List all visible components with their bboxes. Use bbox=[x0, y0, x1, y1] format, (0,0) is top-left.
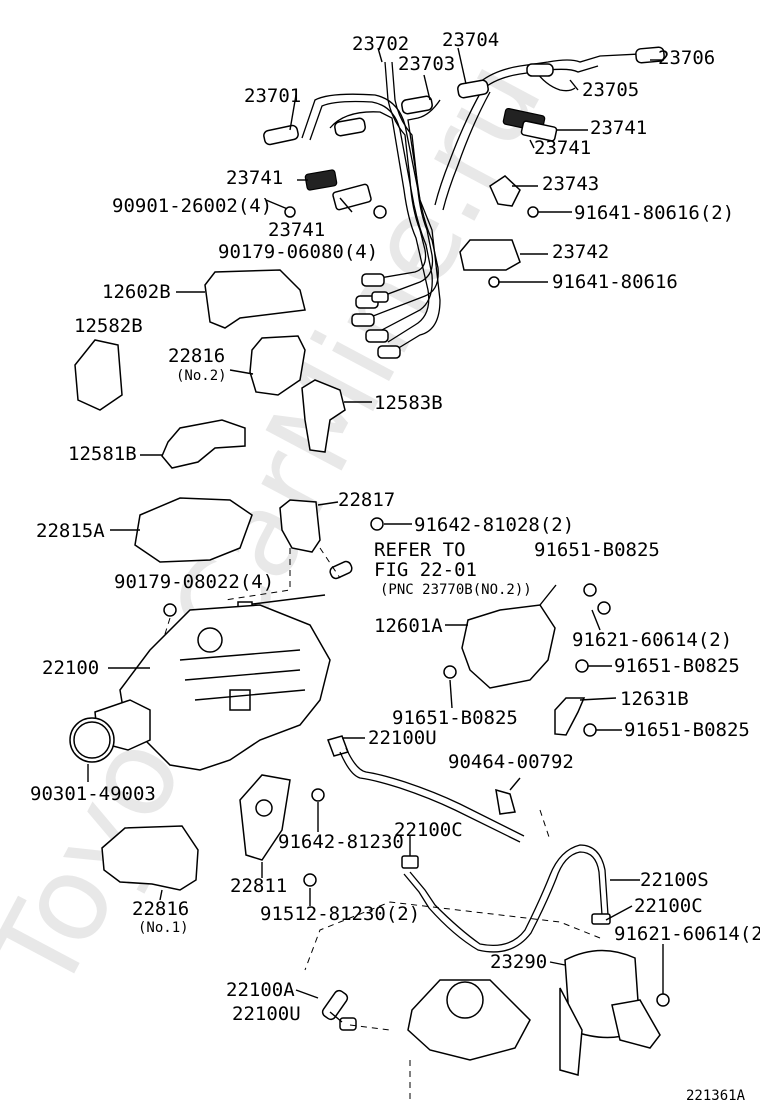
leader-lines bbox=[87, 47, 664, 1023]
label-12631b: 12631B bbox=[620, 688, 689, 710]
label-22816-no1-sub: (No.1) bbox=[138, 920, 189, 936]
label-91651-b0825-d: 91651-B0825 bbox=[624, 719, 750, 741]
label-22100: 22100 bbox=[42, 657, 99, 679]
label-91641-80616: 91641-80616 bbox=[552, 271, 678, 293]
injection-pipes bbox=[263, 46, 665, 359]
label-23702: 23702 bbox=[352, 33, 409, 55]
part-labels: 23702 23704 23703 23706 23701 23705 2374… bbox=[30, 29, 760, 1104]
label-91512-81230: 91512-81230(2) bbox=[260, 903, 420, 925]
diagram-id: 221361A bbox=[686, 1088, 746, 1104]
label-23701: 23701 bbox=[244, 85, 301, 107]
label-23705: 23705 bbox=[582, 79, 639, 101]
label-22811: 22811 bbox=[230, 875, 287, 897]
label-90301-49003: 90301-49003 bbox=[30, 783, 156, 805]
pipe-clamps bbox=[265, 107, 558, 288]
label-91641-80616-2: 91641-80616(2) bbox=[574, 202, 734, 224]
label-23704: 23704 bbox=[442, 29, 499, 51]
label-91651-b0825-c: 91651-B0825 bbox=[392, 707, 518, 729]
label-22816-no1: 22816 bbox=[132, 898, 189, 920]
label-91642-81028: 91642-81028(2) bbox=[414, 514, 574, 536]
label-91642-81230: 91642-81230 bbox=[278, 831, 404, 853]
label-23741-left-b: 23741 bbox=[268, 219, 325, 241]
label-12582b: 12582B bbox=[74, 315, 143, 337]
vacuum-section bbox=[304, 809, 670, 1100]
upper-covers bbox=[74, 269, 346, 469]
label-23706: 23706 bbox=[658, 47, 715, 69]
label-22817: 22817 bbox=[338, 489, 395, 511]
label-23741-left-a: 23741 bbox=[226, 167, 283, 189]
label-22816-no2-sub: (No.2) bbox=[176, 368, 227, 384]
reference-note-line3: (PNC 23770B(NO.2)) bbox=[380, 582, 532, 598]
reference-note-line2: FIG 22-01 bbox=[374, 559, 477, 581]
label-22100a: 22100A bbox=[226, 979, 295, 1001]
label-22816-no2: 22816 bbox=[168, 345, 225, 367]
label-22815a: 22815A bbox=[36, 520, 105, 542]
label-22100c-a: 22100C bbox=[394, 819, 463, 841]
label-12583b: 12583B bbox=[374, 392, 443, 414]
label-23741-right-b: 23741 bbox=[534, 137, 591, 159]
label-12602b: 12602B bbox=[102, 281, 171, 303]
label-22100c-b: 22100C bbox=[634, 895, 703, 917]
label-91621-60614-a: 91621-60614(2) bbox=[572, 629, 732, 651]
label-23741-right-a: 23741 bbox=[590, 117, 647, 139]
label-90179-06080: 90179-06080(4) bbox=[218, 241, 378, 263]
label-91651-b0825-b: 91651-B0825 bbox=[614, 655, 740, 677]
reference-note-line1: REFER TO bbox=[374, 539, 466, 561]
label-91651-b0825-a: 91651-B0825 bbox=[534, 539, 660, 561]
label-90179-08022: 90179-08022(4) bbox=[114, 571, 274, 593]
pump-area bbox=[69, 497, 611, 891]
label-12601a: 12601A bbox=[374, 615, 443, 637]
label-90464-00792: 90464-00792 bbox=[448, 751, 574, 773]
label-23290: 23290 bbox=[490, 951, 547, 973]
label-12581b: 12581B bbox=[68, 443, 137, 465]
label-90901-26002: 90901-26002(4) bbox=[112, 195, 272, 217]
label-22100s: 22100S bbox=[640, 869, 709, 891]
label-23743: 23743 bbox=[542, 173, 599, 195]
label-23742: 23742 bbox=[552, 241, 609, 263]
label-23703: 23703 bbox=[398, 53, 455, 75]
label-22100u-a: 22100U bbox=[368, 727, 437, 749]
label-91621-60614-b: 91621-60614(2) bbox=[614, 923, 760, 945]
label-22100u-b: 22100U bbox=[232, 1003, 301, 1025]
